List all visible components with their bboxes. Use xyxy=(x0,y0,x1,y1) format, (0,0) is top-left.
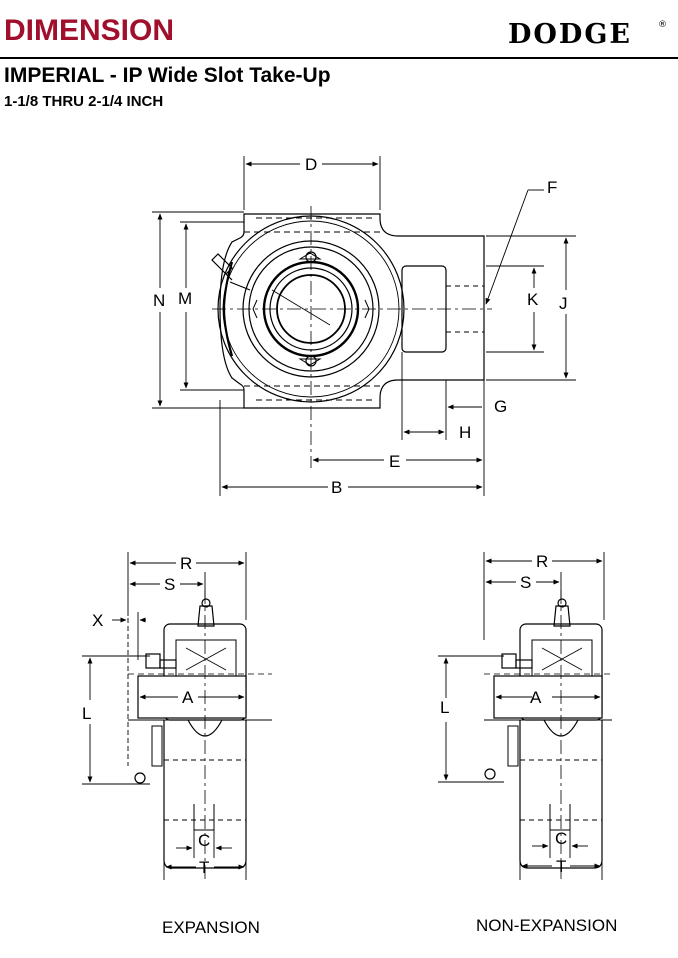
dim-label-k: K xyxy=(527,290,539,309)
dim-label-e: E xyxy=(389,452,400,471)
nonexp-label-r: R xyxy=(536,552,548,571)
dim-label-j: J xyxy=(559,294,568,313)
dodge-logo: DODGE ® xyxy=(508,19,667,50)
logo-registered-mark: ® xyxy=(658,20,667,30)
exp-label-r: R xyxy=(180,554,192,573)
product-name: IMPERIAL - IP Wide Slot Take-Up xyxy=(4,64,331,87)
exp-label-s: S xyxy=(164,575,175,594)
non-expansion-side-view xyxy=(484,590,612,880)
exp-label-c: C xyxy=(198,831,210,850)
dim-label-b: B xyxy=(331,478,342,497)
exp-label-x: X xyxy=(92,611,103,630)
housing-outline xyxy=(219,213,485,409)
nonexp-label-c: C xyxy=(555,829,567,848)
dim-label-m: M xyxy=(178,289,192,308)
exp-label-a: A xyxy=(182,688,194,707)
exp-label-t: T xyxy=(199,858,209,877)
logo-text: DODGE xyxy=(508,19,632,50)
nonexp-label-s: S xyxy=(520,573,531,592)
dim-label-n: N xyxy=(153,291,165,310)
dim-label-d: D xyxy=(305,155,317,174)
header-rule xyxy=(0,57,678,59)
dim-label-h: H xyxy=(459,423,471,442)
non-expansion-labels: R S L A C T xyxy=(440,552,567,876)
dim-label-g: G xyxy=(494,397,507,416)
dim-label-f: F xyxy=(547,178,557,197)
exp-label-l: L xyxy=(82,704,91,723)
nonexp-label-a: A xyxy=(530,688,542,707)
page-title: DIMENSION xyxy=(4,14,175,47)
caption-non-expansion: NON-EXPANSION xyxy=(476,916,618,935)
non-expansion-dimensions xyxy=(438,552,605,880)
size-range: 1-1/8 THRU 2-1/4 INCH xyxy=(4,93,164,110)
expansion-dimensions xyxy=(82,552,247,880)
top-view-dimensions xyxy=(152,156,576,496)
nonexp-label-l: L xyxy=(440,698,449,717)
expansion-labels: R S X L A C T xyxy=(82,554,210,877)
caption-expansion: EXPANSION xyxy=(162,918,260,937)
top-view xyxy=(211,206,492,468)
top-view-labels: D F N M K J G H E B xyxy=(153,155,568,497)
nonexp-label-t: T xyxy=(556,857,566,876)
